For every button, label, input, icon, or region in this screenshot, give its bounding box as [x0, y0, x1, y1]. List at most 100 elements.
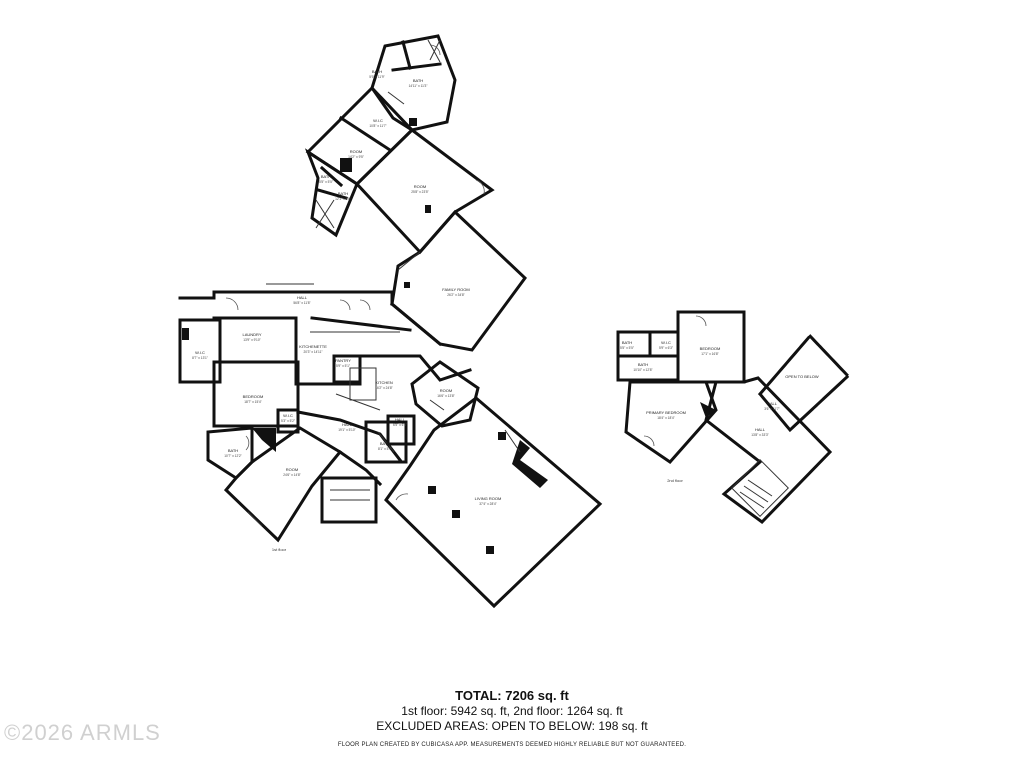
svg-text:FAMILY ROOM: FAMILY ROOM	[442, 287, 469, 292]
svg-text:24'6" x 14'8": 24'6" x 14'8"	[283, 473, 300, 477]
second-floor-label: 2nd floor	[667, 478, 683, 483]
label-wic-left: W.I.C8'7" x 13'1"	[192, 350, 208, 360]
svg-text:5'5" x 5'5": 5'5" x 5'5"	[319, 180, 333, 184]
svg-text:BATH: BATH	[321, 174, 331, 179]
svg-text:16'2" x 24'8": 16'2" x 24'8"	[375, 386, 392, 390]
svg-text:13'8" x 33'3": 13'8" x 33'3"	[751, 433, 768, 437]
svg-text:KITCHEN: KITCHEN	[375, 380, 393, 385]
svg-text:BATH: BATH	[622, 340, 632, 345]
svg-text:17'1" x 16'8": 17'1" x 16'8"	[701, 352, 718, 356]
svg-text:BATH: BATH	[228, 448, 238, 453]
svg-text:HALL: HALL	[342, 422, 353, 427]
svg-text:13'9" x 9'10": 13'9" x 9'10"	[243, 338, 260, 342]
svg-text:5'9" x 11'9": 5'9" x 11'9"	[369, 75, 384, 79]
svg-text:BEDROOM: BEDROOM	[700, 346, 721, 351]
svg-text:BATH: BATH	[638, 362, 648, 367]
svg-text:BATH: BATH	[372, 69, 382, 74]
svg-text:14'11" x 11'3": 14'11" x 11'3"	[409, 84, 428, 88]
family-room-area	[389, 209, 527, 352]
disclaimer: FLOOR PLAN CREATED BY CUBICASA APP. MEAS…	[337, 742, 687, 748]
svg-text:LAUNDRY: LAUNDRY	[242, 332, 261, 337]
first-floor-label: 1st floor	[272, 547, 287, 552]
svg-text:OPEN TO BELOW: OPEN TO BELOW	[785, 374, 819, 379]
svg-text:BATH: BATH	[380, 441, 390, 446]
svg-text:KITCHENETTE: KITCHENETTE	[299, 344, 327, 349]
svg-text:12'1" x 8'8": 12'1" x 8'8"	[335, 197, 351, 201]
svg-text:5'5" x 5'5": 5'5" x 5'5"	[620, 346, 634, 350]
svg-text:W.I.C: W.I.C	[373, 118, 383, 123]
svg-text:5'3" x 5'2": 5'3" x 5'2"	[281, 419, 295, 423]
total-area: TOTAL: 7206 sq. ft	[455, 688, 569, 703]
svg-text:8'7" x 13'1": 8'7" x 13'1"	[192, 356, 208, 360]
svg-text:BATH: BATH	[413, 78, 423, 83]
left-bedroom	[212, 360, 300, 452]
svg-text:8'1" x 5'7": 8'1" x 5'7"	[378, 447, 392, 451]
second-floor	[616, 310, 851, 524]
southwest-rooms	[206, 426, 343, 543]
svg-text:26'2" x 34'8": 26'2" x 34'8"	[447, 293, 464, 297]
excluded-areas: EXCLUDED AREAS: OPEN TO BELOW: 198 sq. f…	[376, 719, 648, 733]
label-wic-top: W.I.C10'8" x 11'7"	[369, 118, 386, 128]
upper-rooms	[304, 85, 415, 238]
svg-text:18'7" x 15'4": 18'7" x 15'4"	[244, 400, 261, 404]
svg-text:HALL: HALL	[767, 401, 778, 406]
svg-text:10'8" x 11'7": 10'8" x 11'7"	[369, 124, 386, 128]
svg-text:W.I.C: W.I.C	[661, 340, 671, 345]
svg-text:3'6" x 11'7": 3'6" x 11'7"	[764, 407, 779, 411]
svg-text:25'8" x 23'5": 25'8" x 23'5"	[411, 190, 428, 194]
svg-text:10'7" x 12'2": 10'7" x 12'2"	[224, 454, 241, 458]
floor-areas: 1st floor: 5942 sq. ft, 2nd floor: 1264 …	[401, 704, 623, 718]
label-wic-2: W.I.C5'9" x 6'3"	[659, 340, 673, 350]
svg-text:PANTRY: PANTRY	[335, 358, 351, 363]
top-bath-wing	[370, 34, 457, 132]
svg-text:10'10" x 12'8": 10'10" x 12'8"	[633, 368, 652, 372]
svg-text:BEDROOM: BEDROOM	[243, 394, 264, 399]
svg-text:HALL: HALL	[395, 417, 406, 422]
svg-text:ROOM: ROOM	[414, 184, 426, 189]
svg-text:HALL: HALL	[297, 295, 308, 300]
svg-text:37'4" x 28'4": 37'4" x 28'4"	[479, 502, 496, 506]
label-wic-small: W.I.C5'3" x 5'2"	[281, 413, 295, 423]
first-floor	[178, 34, 603, 609]
svg-text:6'5" x 6'5": 6'5" x 6'5"	[393, 423, 407, 427]
svg-text:BATH: BATH	[338, 191, 348, 196]
label-open-below: OPEN TO BELOW	[785, 374, 819, 379]
svg-text:PRIMARY BEDROOM: PRIMARY BEDROOM	[646, 410, 686, 415]
living-room-area	[384, 396, 603, 609]
svg-text:56'8" x 11'8": 56'8" x 11'8"	[293, 301, 310, 305]
svg-text:LIVING ROOM: LIVING ROOM	[475, 496, 502, 501]
svg-text:ROOM: ROOM	[286, 467, 298, 472]
svg-text:ROOM: ROOM	[440, 388, 452, 393]
svg-text:W.I.C: W.I.C	[283, 413, 293, 418]
svg-text:W.I.C: W.I.C	[195, 350, 205, 355]
svg-text:HALL: HALL	[755, 427, 766, 432]
svg-text:ROOM: ROOM	[350, 149, 362, 154]
watermark: ©2026 ARMLS	[4, 720, 161, 745]
svg-text:5'9" x 6'3": 5'9" x 6'3"	[659, 346, 673, 350]
svg-text:19'1" x 5'10": 19'1" x 5'10"	[338, 428, 355, 432]
svg-text:14'2" x 9'5": 14'2" x 9'5"	[348, 155, 364, 159]
svg-text:20'3" x 14'11": 20'3" x 14'11"	[303, 350, 322, 354]
